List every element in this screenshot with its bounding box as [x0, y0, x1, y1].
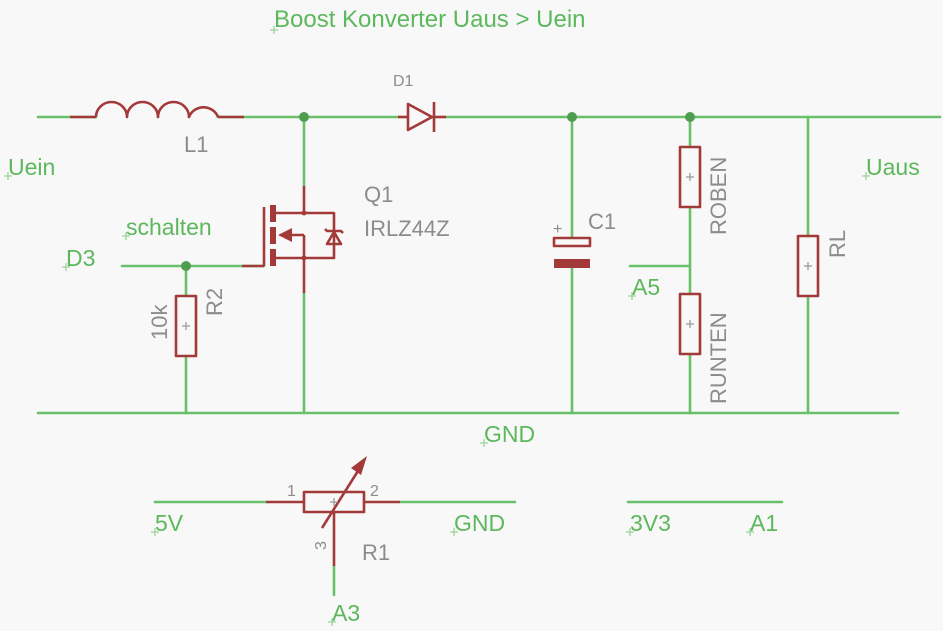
- inductor-l1-label: L1: [184, 132, 208, 157]
- potentiometer-r1-adjust-line: [320, 462, 365, 529]
- net-label-uein: Uein: [8, 154, 55, 180]
- potentiometer-r1-pin3-label: 3: [313, 541, 330, 550]
- diode-d1: [398, 102, 446, 132]
- resistor-runten-body: [678, 292, 702, 356]
- potentiometer-r1-pin1-label: 1: [287, 483, 296, 500]
- inductor-l1-coil: [94, 100, 220, 119]
- schematic-title: Boost Konverter Uaus > Uein: [274, 6, 586, 33]
- capacitor-c1: [552, 236, 592, 268]
- resistor-rl-body: [796, 234, 820, 298]
- diode-d1-triangle: [406, 102, 434, 132]
- net-label-a5: A5: [632, 274, 660, 300]
- resistor-runten: [678, 292, 702, 356]
- junction-gate: [181, 261, 191, 271]
- resistor-r2: [174, 294, 198, 358]
- junction-q1-drain: [299, 112, 309, 122]
- net-label-a3: A3: [332, 600, 360, 626]
- net-label-d3: D3: [66, 245, 95, 271]
- capacitor-c1-label: C1: [588, 209, 616, 234]
- resistor-roben: [678, 145, 702, 209]
- potentiometer-r1-adjust-arrow: [351, 456, 367, 475]
- junction-c1: [567, 112, 577, 122]
- potentiometer-r1-pin2-label: 2: [370, 483, 379, 500]
- mosfet-q1-value-label: IRLZ44Z: [364, 216, 450, 241]
- net-label-3v3: 3V3: [630, 510, 671, 536]
- net-label-gnd-pot: GND: [454, 510, 505, 536]
- net-label-uaus: Uaus: [866, 154, 920, 180]
- mosfet-q1-body-diode-bar: [324, 228, 344, 234]
- junctions: [181, 112, 695, 271]
- mosfet-q1-body-diode-loop: [304, 211, 336, 260]
- mosfet-q1-channel-mid: [270, 227, 276, 244]
- resistor-rl-label: RL: [825, 230, 850, 258]
- junction-divider: [685, 112, 695, 122]
- capacitor-c1-polarity: +: [553, 221, 562, 238]
- resistor-r2-value-label: 10k: [147, 304, 172, 340]
- mosfet-q1-channel-top: [270, 205, 276, 222]
- capacitor-c1-plate-plus: [552, 236, 592, 248]
- resistor-r2-body: [174, 294, 198, 358]
- inductor-l1: [70, 100, 244, 119]
- resistor-roben-body: [678, 145, 702, 209]
- mosfet-q1: [242, 186, 344, 293]
- diode-d1-label: D1: [393, 73, 414, 90]
- resistor-r2-name-label: R2: [202, 288, 227, 316]
- resistor-roben-label: ROBEN: [706, 157, 731, 235]
- net-label-a1: A1: [750, 510, 778, 536]
- resistor-rl: [796, 234, 820, 298]
- mosfet-q1-name-label: Q1: [364, 182, 393, 207]
- capacitor-c1-plate-minus: [554, 259, 590, 268]
- mosfet-q1-drain-path: [276, 186, 306, 215]
- mosfet-q1-source-path: [276, 256, 306, 293]
- resistor-runten-label: RUNTEN: [706, 312, 731, 404]
- net-label-schalten: schalten: [126, 214, 212, 240]
- label-origin-marks: [4, 26, 870, 626]
- net-label-5v: 5V: [155, 510, 184, 536]
- mosfet-q1-arrow: [278, 228, 292, 242]
- mosfet-q1-channel-bot: [270, 249, 276, 266]
- potentiometer-r1-label: R1: [362, 540, 390, 565]
- net-label-gnd-main: GND: [484, 421, 535, 447]
- potentiometer-r1: [266, 456, 400, 566]
- mosfet-q1-body-diode-triangle: [325, 230, 343, 246]
